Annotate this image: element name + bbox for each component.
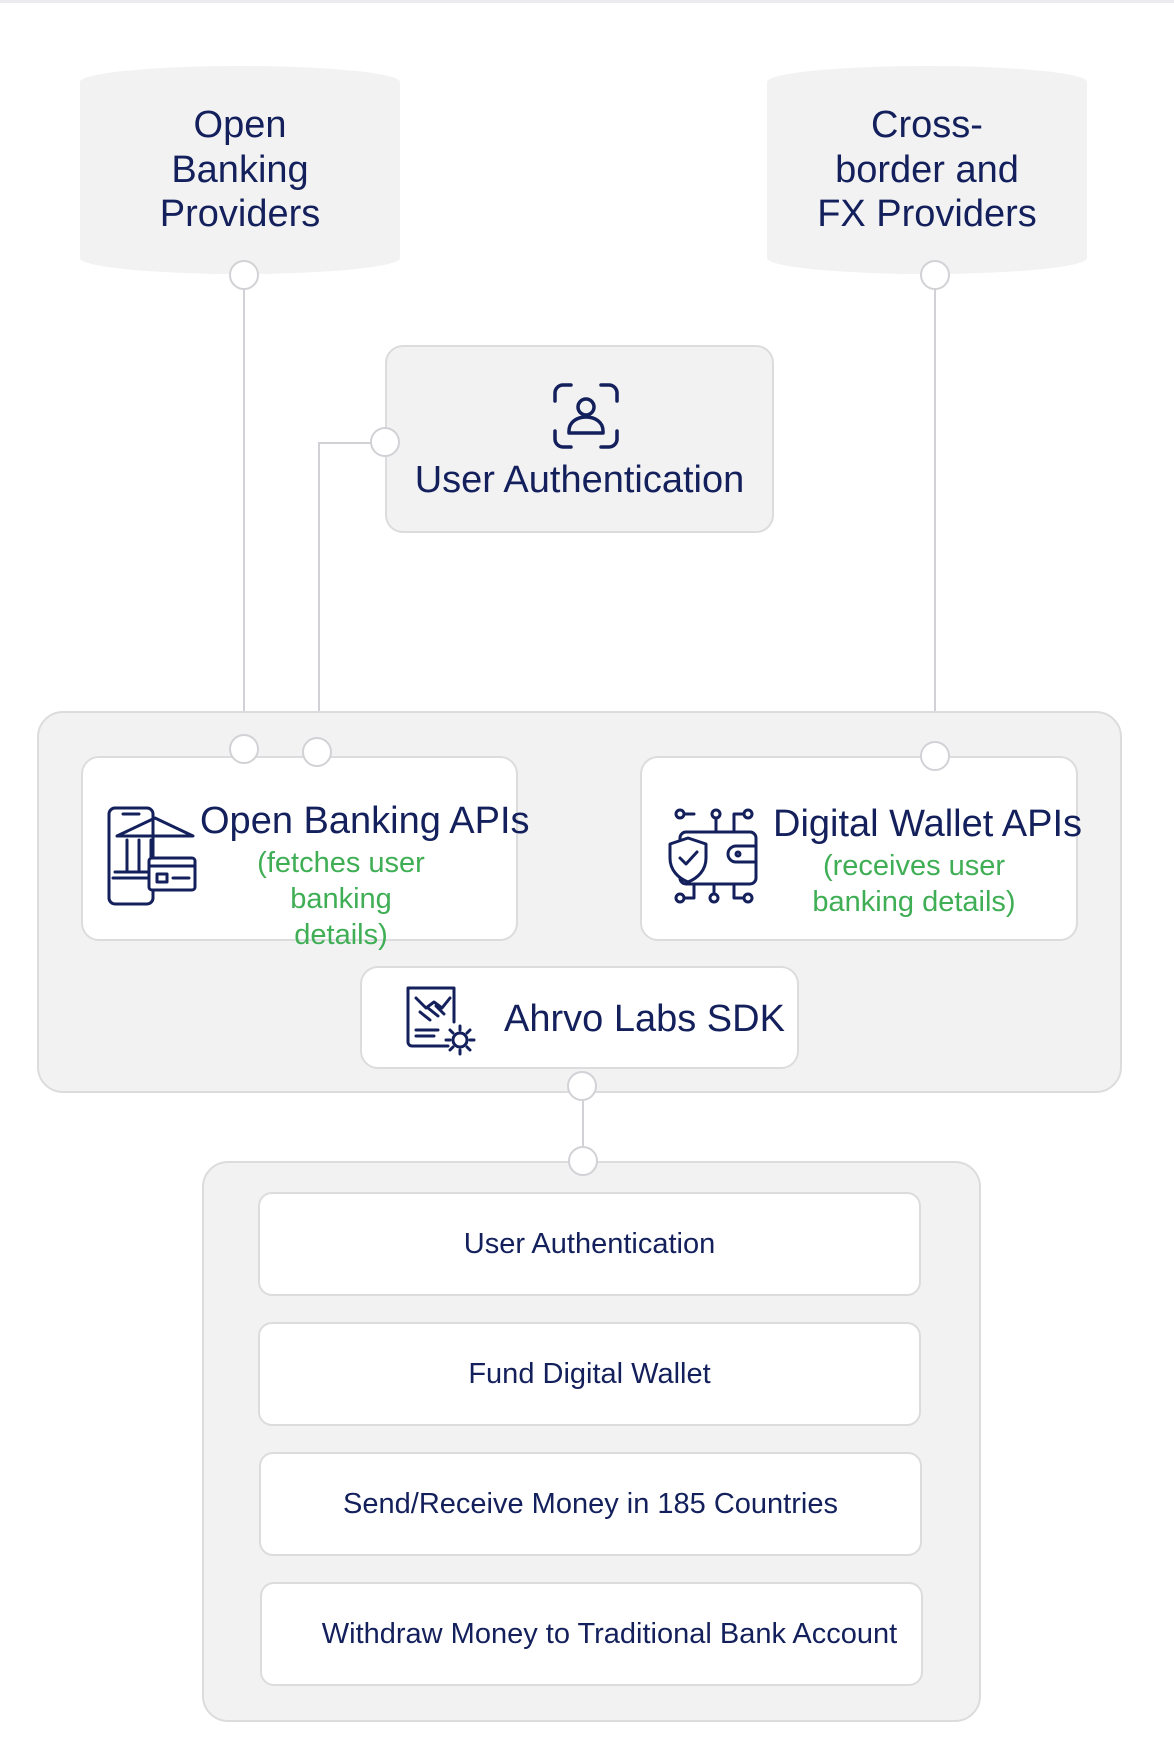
open-banking-apis-card: Open Banking APIs (fetches user banking …	[81, 756, 530, 951]
connector-dot-sdk-bottom	[567, 1071, 597, 1101]
feature-label: Send/Receive Money in 185 Countries	[343, 1487, 838, 1520]
user-face-scan-icon	[551, 381, 621, 451]
connector-auth-horizontal	[318, 442, 386, 444]
handshake-document-gear-icon	[404, 984, 478, 1058]
open-banking-providers-label: Open Banking Providers	[159, 103, 321, 236]
feature-item-user-authentication: User Authentication	[258, 1192, 921, 1296]
user-authentication-label: User Authentication	[414, 459, 745, 501]
ahrvo-labs-sdk-label: Ahrvo Labs SDK	[504, 998, 785, 1040]
secure-wallet-icon	[666, 806, 762, 906]
connector-auth-vertical	[318, 442, 320, 752]
feature-item-send-receive-money: Send/Receive Money in 185 Countries	[259, 1452, 922, 1556]
top-border	[0, 0, 1174, 3]
connector-cross-border	[934, 275, 936, 757]
connector-sdk-features	[582, 1086, 584, 1162]
feature-item-fund-digital-wallet: Fund Digital Wallet	[258, 1322, 921, 1426]
connector-dot-user-authentication	[370, 427, 400, 457]
connector-dot-open-banking-providers	[229, 260, 259, 290]
digital-wallet-apis-card: Digital Wallet APIs (receives user banki…	[640, 756, 1082, 941]
connector-dot-features-top	[568, 1146, 598, 1176]
connector-dot-open-banking-apis-right	[302, 737, 332, 767]
open-banking-apis-title: Open Banking APIs	[200, 800, 530, 842]
connector-dot-digital-wallet-apis	[920, 741, 950, 771]
bank-phone-card-icon	[107, 806, 197, 908]
connector-open-banking	[243, 275, 245, 750]
connector-dot-open-banking-apis-left	[229, 734, 259, 764]
cross-border-providers-label: Cross-border and FX Providers	[817, 103, 1037, 236]
cross-border-providers: Cross-border and FX Providers	[767, 66, 1087, 274]
ahrvo-labs-sdk-card: Ahrvo Labs SDK	[360, 966, 799, 1069]
feature-item-withdraw-money: Withdraw Money to Traditional Bank Accou…	[260, 1582, 923, 1686]
connector-dot-cross-border-providers	[920, 260, 950, 290]
open-banking-providers: Open Banking Providers	[80, 66, 400, 274]
feature-label: Withdraw Money to Traditional Bank Accou…	[321, 1617, 898, 1650]
digital-wallet-apis-title: Digital Wallet APIs	[773, 803, 1083, 845]
feature-label: User Authentication	[463, 1227, 716, 1260]
feature-label: Fund Digital Wallet	[468, 1357, 711, 1390]
digital-wallet-apis-subtitle: (receives user banking details)	[812, 850, 1016, 918]
open-banking-apis-subtitle: (fetches user banking details)	[257, 847, 425, 951]
user-authentication-box: User Authentication	[385, 345, 774, 533]
